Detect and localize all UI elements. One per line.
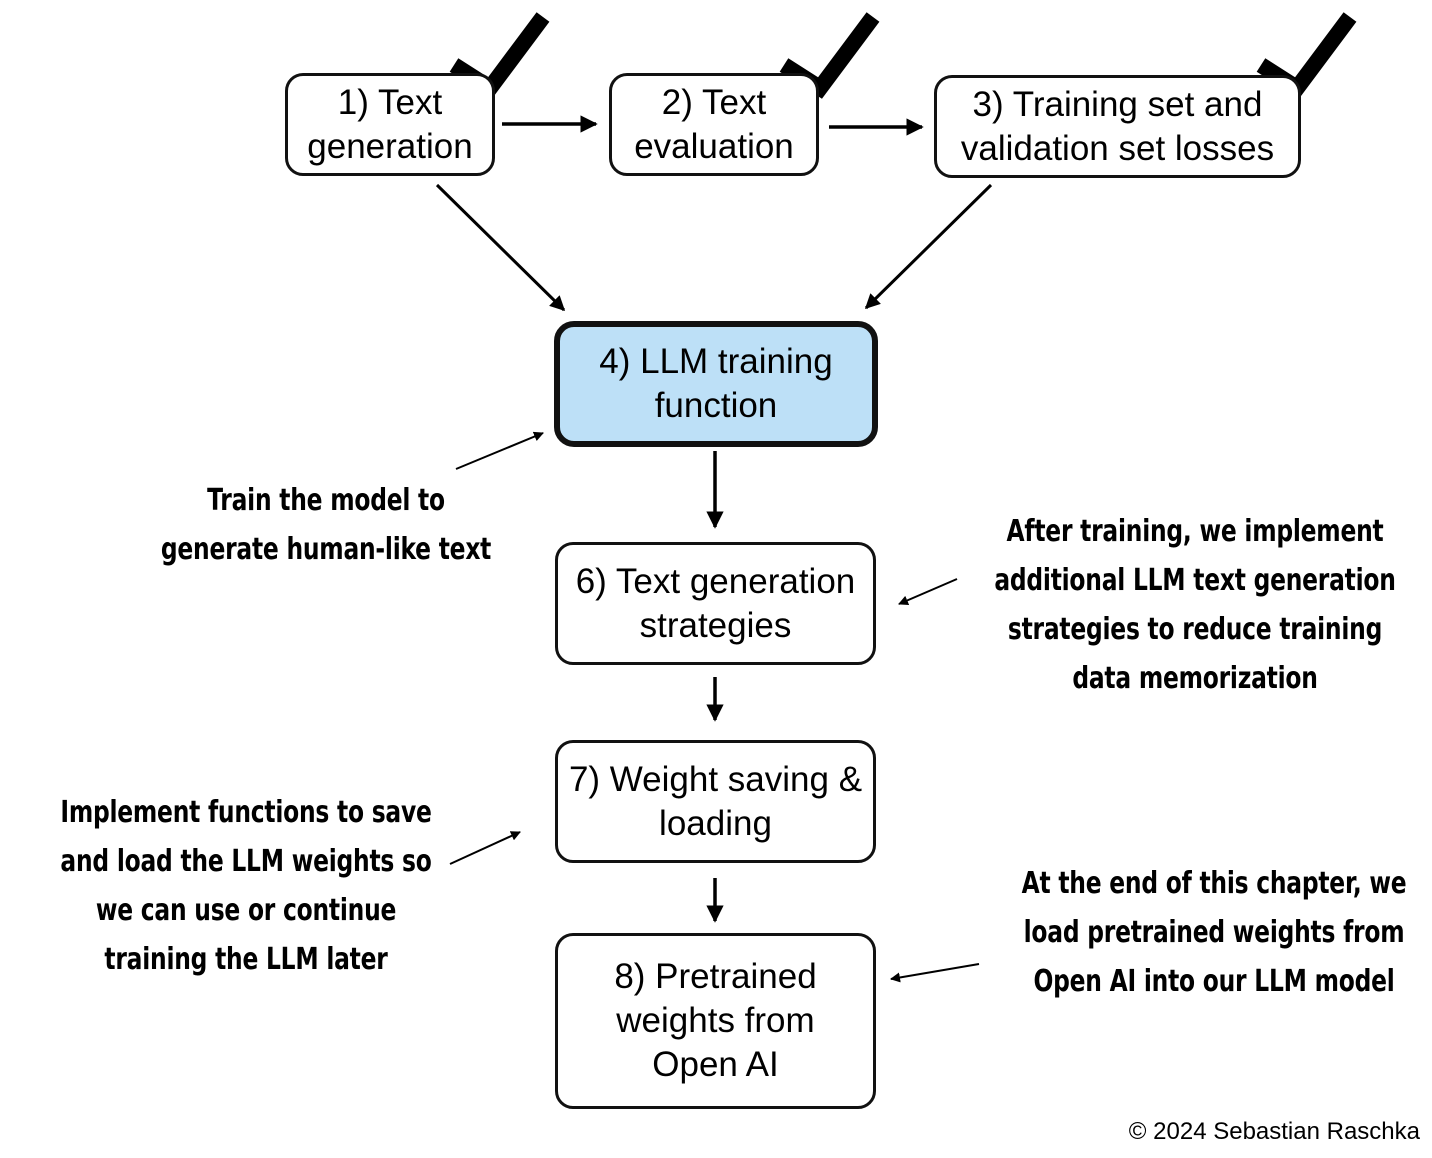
box-training-function: 4) LLM training function bbox=[554, 321, 878, 447]
box-losses: 3) Training set and validation set losse… bbox=[934, 75, 1301, 178]
box-weight-saving: 7) Weight saving & loading bbox=[555, 740, 876, 863]
box-text-generation: 1) Text generation bbox=[285, 73, 495, 176]
pointer-end-chapter-note bbox=[890, 963, 980, 983]
box-generation-strategies: 6) Text generation strategies bbox=[555, 542, 876, 665]
box-text-evaluation: 2) Text evaluation bbox=[609, 73, 819, 176]
note-train-model: Train the model to generate human-like t… bbox=[160, 483, 492, 567]
copyright: © 2024 Sebastian Raschka bbox=[1128, 1118, 1420, 1145]
arrow-3-to-4 bbox=[864, 183, 993, 310]
pointer-save-load-note bbox=[449, 831, 521, 865]
arrow-1-to-4 bbox=[435, 183, 566, 312]
pointer-train-note bbox=[455, 431, 544, 470]
checkmark-icon bbox=[779, 12, 880, 99]
note-save-load: Implement functions to save and load the… bbox=[60, 795, 432, 977]
pointer-after-training-note bbox=[898, 578, 958, 606]
note-end-of-chapter: At the end of this chapter, we load pret… bbox=[1021, 866, 1407, 999]
box-pretrained-weights: 8) Pretrained weights from Open AI bbox=[555, 933, 876, 1109]
note-after-training: After training, we implement additional … bbox=[994, 514, 1396, 696]
